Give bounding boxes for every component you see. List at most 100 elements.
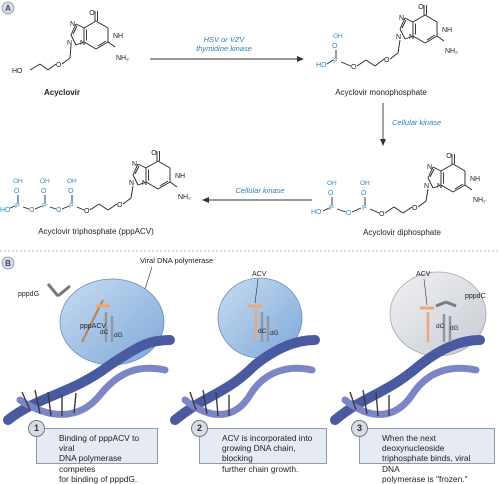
scene-3: ACV pppdC dC dG <box>330 271 487 425</box>
atom-label: HO <box>311 209 322 216</box>
drug-label: ACV <box>252 271 267 278</box>
caption-2: 2 ACV is incorporated into growing DNA c… <box>191 420 327 474</box>
base-label: dG <box>114 332 123 339</box>
atom-label: N <box>424 183 429 190</box>
caption-line: further chain growth. <box>222 463 299 474</box>
caption-3: 3 When the next deoxynucleoside triphosp… <box>351 420 495 484</box>
atom-label: OH <box>67 178 77 185</box>
atom-label: NH <box>442 27 452 34</box>
atom-label: N <box>129 180 134 187</box>
atom-label: O <box>29 207 35 214</box>
caption-line: for binding of pppdG. <box>59 473 138 484</box>
atom-label: NH <box>175 173 185 180</box>
atom-label: O <box>56 62 62 69</box>
atom-label: O <box>68 188 74 195</box>
triphosphate-name: Acyclovir triphosphate (pppACV) <box>38 227 154 236</box>
diphosphate-name: Acyclovir diphosphate <box>363 228 441 237</box>
leader-line <box>254 278 259 304</box>
atom-label: O <box>151 150 157 157</box>
atom-label: OH <box>360 180 370 187</box>
atom-label: N <box>409 34 414 41</box>
acyclovir-structure: O NH NH₂ N N N O O H <box>12 10 129 75</box>
atom-label: H <box>12 68 17 75</box>
phosphorus-label: P <box>362 205 367 212</box>
atom-label: O <box>89 10 95 17</box>
scene-2: ACV dC dG <box>170 271 320 425</box>
atom-label: O <box>384 57 390 64</box>
atom-label: O <box>346 210 352 217</box>
atom-label: NH₂ <box>473 197 486 204</box>
caption-line: triphosphate binds, viral DNA <box>382 453 471 474</box>
atom-label: OH <box>333 33 343 40</box>
panel-b-label: B <box>5 259 11 268</box>
atom-label: N <box>396 34 401 41</box>
atom-label: N <box>70 21 75 28</box>
acyclovir-triphosphate-structure: O NH NH₂ N N N O O P O OH O P O OH <box>0 150 191 215</box>
step-number-badge: 3 <box>351 420 368 437</box>
phosphorus-label: P <box>329 205 334 212</box>
pppdc-molecule <box>445 300 457 308</box>
atom-label: O <box>332 43 338 50</box>
atom-label: N <box>437 183 442 190</box>
atom-label: HO <box>316 62 327 69</box>
atom-label: O <box>351 64 357 71</box>
caption-line: growing DNA chain, blocking <box>222 443 296 464</box>
caption-line: ACV is incorporated into <box>222 433 313 443</box>
panel-a-label: A <box>5 4 11 13</box>
dna-strand <box>170 335 320 425</box>
caption-line: DNA polymerase competes <box>59 453 122 474</box>
caption-1: 1 Binding of pppACV to viral DNA polymer… <box>28 420 158 484</box>
enzyme-label-1a: HSV or VZV <box>204 35 246 44</box>
atom-label: OH <box>13 178 23 185</box>
pppdg-molecule <box>46 283 60 297</box>
step-number-badge: 1 <box>28 420 45 437</box>
pppdc-molecule <box>435 300 447 308</box>
scene-1: pppACV dC dG Viral DNA polymerase pppdG <box>3 256 213 425</box>
step-number-badge: 2 <box>191 420 208 437</box>
base-label: dG <box>270 330 279 337</box>
free-nucleotide-label: pppdG <box>18 291 39 298</box>
pppdg-molecule <box>57 284 71 298</box>
atom-label: O <box>328 190 334 197</box>
enzyme-label-1b: thymidine kinase <box>196 44 252 53</box>
atom-label: OH <box>327 180 337 187</box>
atom-label: N <box>67 40 72 47</box>
atom-label: O <box>446 153 452 160</box>
leader-line <box>144 266 153 290</box>
arrowhead <box>380 139 386 146</box>
base-label: dC <box>100 329 109 336</box>
panel-b-badge <box>1 256 15 270</box>
dna-strand <box>330 335 485 425</box>
atom-label: O <box>117 202 123 209</box>
atom-label: N <box>399 15 404 22</box>
phosphorus-label: P <box>15 203 20 210</box>
atom-label: NH₂ <box>445 48 458 55</box>
atom-label: O <box>418 4 424 11</box>
figure-canvas: A O NH NH₂ N N N O O H Acyclovir HSV or … <box>0 1 500 425</box>
phosphorus-label: P <box>42 203 47 210</box>
atom-label: NH <box>470 176 480 183</box>
caption-line: Binding of pppACV to viral <box>59 433 140 454</box>
atom-label: O <box>412 205 418 212</box>
acyclovir-diphosphate-structure: O NH NH₂ N N N O O P O OH O P O OH HO <box>311 153 486 218</box>
enzyme-label-2: Cellular kinase <box>392 118 441 127</box>
base-label: dG <box>450 325 459 332</box>
caption-line: polymerase is "frozen." <box>382 473 468 484</box>
atom-label: N <box>80 40 85 47</box>
atom-label: N <box>142 180 147 187</box>
atom-label: O <box>379 211 385 218</box>
atom-label: O <box>56 207 62 214</box>
acyclovir-monophosphate-structure: O NH NH₂ N N N O O P O OH HO <box>316 4 458 71</box>
atom-label: O <box>14 188 20 195</box>
enzyme-label-3: Cellular kinase <box>235 186 284 195</box>
atom-label: O <box>17 68 23 75</box>
base-label: dC <box>436 323 445 330</box>
atom-label: OH <box>40 178 50 185</box>
phosphorus-label: P <box>333 58 338 65</box>
atom-label: O <box>361 190 367 197</box>
phosphorus-label: P <box>69 203 74 210</box>
atom-label: HO <box>0 207 11 214</box>
arrowhead <box>297 56 304 62</box>
drug-label: ACV <box>416 271 431 278</box>
